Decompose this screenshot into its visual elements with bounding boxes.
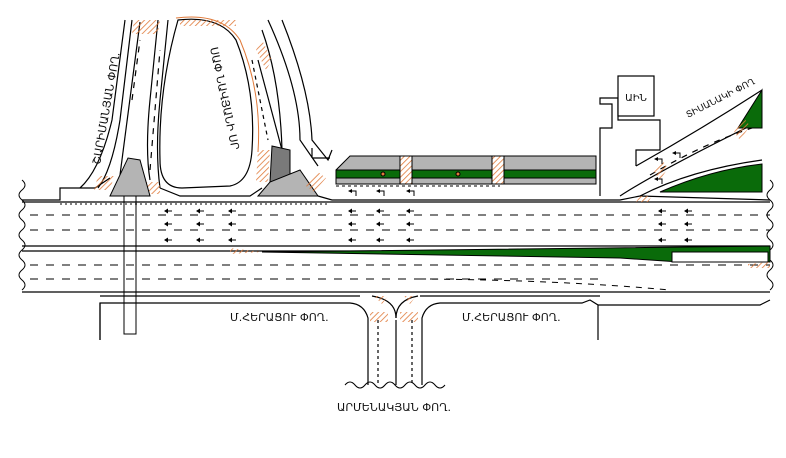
left-arrow-icon: [683, 221, 693, 227]
left-arrow-icon: [657, 221, 667, 227]
crosswalk-ne: [256, 40, 326, 192]
left-arrow-icon: [195, 237, 205, 243]
street-label-left: ՇԱՐԻՄԱՆՅԱՆ ՓՈՂ.: [90, 51, 123, 165]
turn-left-arrow-icon: [375, 188, 385, 197]
left-arrow-icon: [375, 221, 385, 227]
street-label-south: ԱՐՄԵՆԱԿՅԱՆ ՓՈՂ.: [337, 401, 451, 414]
left-arrow-icon: [163, 221, 173, 227]
left-arrow-icon: [375, 237, 385, 243]
left-arrow-icon: [657, 237, 667, 243]
left-arrow-icon: [195, 208, 205, 214]
left-arrow-icon: [657, 208, 667, 214]
turn-left-arrow-icon: [671, 150, 681, 159]
left-arrow-icon: [405, 237, 415, 243]
traffic-island-nw: [109, 157, 151, 197]
crosswalk-east: [230, 118, 770, 268]
left-arrow-icon: [163, 237, 173, 243]
left-arrow-icon: [683, 237, 693, 243]
left-arrow-icon: [195, 221, 205, 227]
left-arrow-icon: [683, 208, 693, 214]
left-arrow-icon: [347, 237, 357, 243]
left-arrow-icon: [375, 208, 385, 214]
building-label: ԱԻՆ: [625, 93, 647, 104]
ne-streets: [251, 19, 333, 167]
left-arrow-icon: [405, 208, 415, 214]
road-break-marks: [18, 179, 774, 389]
left-arrow-icon: [347, 208, 357, 214]
building-box: [617, 75, 655, 117]
lane-markings: [30, 203, 770, 291]
parking-strips: [335, 155, 597, 187]
central-island-outline: [175, 16, 260, 153]
central-island: [159, 18, 254, 189]
building: ԱԻՆ: [599, 75, 661, 196]
left-arrow-icon: [227, 208, 237, 214]
street-label-bottom-left: Մ.ՀԵՐԱՑՈՒ ՓՈՂ.: [230, 311, 329, 324]
turn-left-arrow-icon: [347, 188, 357, 197]
left-arrow-icon: [163, 208, 173, 214]
crosswalk-south: [370, 296, 418, 322]
left-arrow-icon: [227, 221, 237, 227]
bottom-side-road: [99, 295, 771, 385]
street-label-bottom-right: Մ.ՀԵՐԱՑՈՒ ՓՈՂ.: [462, 311, 561, 324]
traffic-island-ne-gray: [256, 169, 319, 197]
left-arrow-icon: [347, 221, 357, 227]
left-arrow-icon: [227, 237, 237, 243]
turn-left-arrow-icon: [405, 188, 415, 197]
crosswalk-island-top: [180, 20, 236, 26]
left-arrow-icon: [405, 221, 415, 227]
